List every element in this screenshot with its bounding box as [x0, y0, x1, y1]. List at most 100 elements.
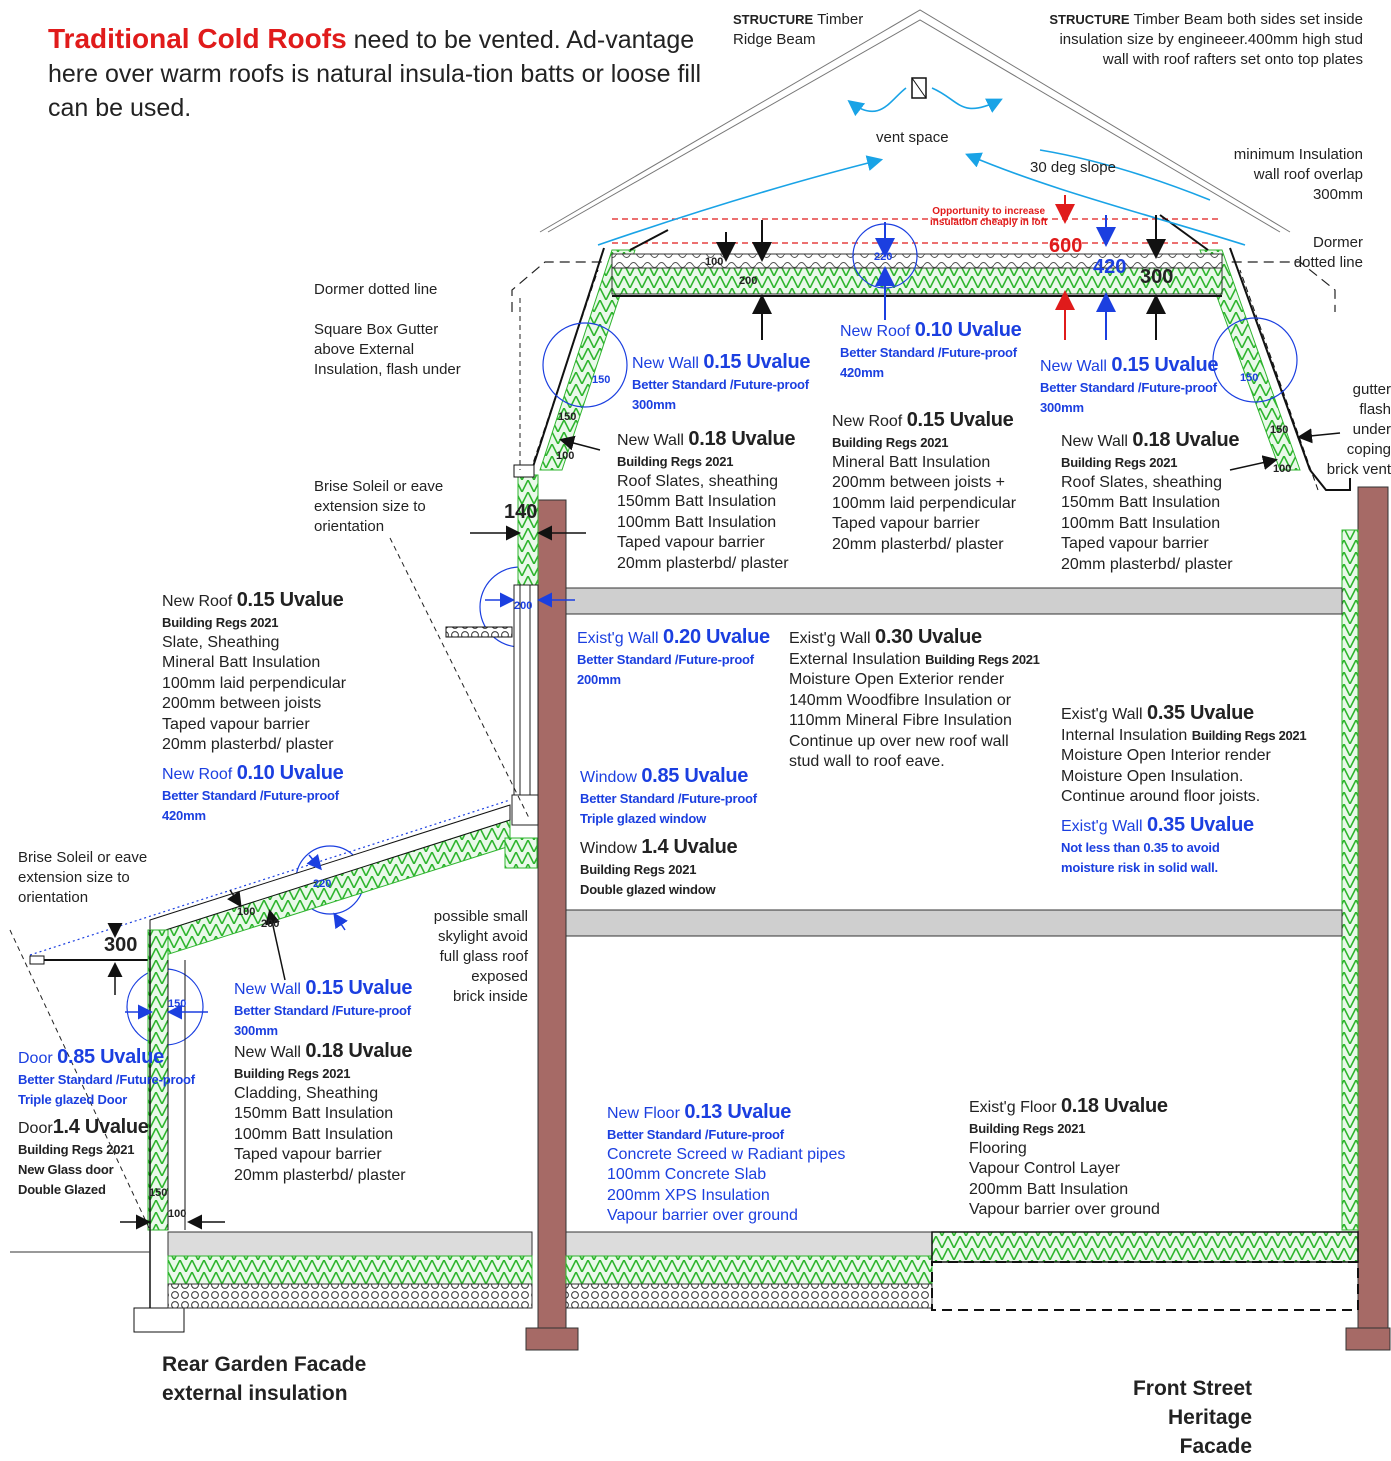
spec-value: 0.18 Uvalue — [1132, 429, 1240, 451]
brise-low-l1: Brise Soleil or eave — [18, 849, 148, 866]
spec-value: 0.35 Uvalue — [1147, 814, 1254, 836]
spec-value: 0.13 Uvalue — [684, 1101, 792, 1123]
spec-pre: Window — [580, 769, 637, 786]
spec-line: Continue around floor joists. — [1061, 788, 1261, 805]
spec-value: 0.18 Uvalue — [1060, 1095, 1168, 1117]
spec-line: 20mm plasterbd/ plaster — [832, 535, 1004, 553]
box-gutter-right — [1309, 469, 1351, 491]
dim-220-roof: 220 — [874, 251, 893, 263]
spec-sub: Triple glazed Door — [18, 1091, 128, 1107]
dim-600: 600 — [1049, 235, 1083, 257]
rear-facade-l1: Rear Garden Facade — [162, 1353, 367, 1376]
dim-140: 140 — [504, 501, 538, 523]
spec-line: Taped vapour barrier — [832, 515, 980, 532]
dim-150-left2: 150 — [558, 411, 577, 423]
gutter-l2: above External — [314, 341, 415, 358]
dim-100-right: 100 — [1273, 463, 1292, 475]
spec-line: Roof Slates, sheathing — [617, 472, 778, 490]
opportunity-l2: insulation cheaply in loft — [930, 217, 1048, 228]
structure-ridge-rest: Timber — [817, 11, 864, 28]
spec-line: 20mm plasterbd/ plaster — [234, 1166, 406, 1184]
roof-outline — [539, 9, 1291, 233]
spec-value: 0.15 Uvalue — [1111, 354, 1219, 376]
dim-300-roof: 300 — [1140, 266, 1174, 288]
skylight-l4: exposed — [471, 968, 528, 985]
min-insul-l3: 300mm — [1312, 186, 1363, 203]
dim-150-ext: 150 — [168, 998, 187, 1010]
brick-walls — [525, 486, 1391, 1351]
structure-beam-rest: Timber Beam both sides set inside — [1133, 11, 1363, 28]
spec-line: Moisture Open Interior render — [1061, 747, 1271, 764]
spec-line: 20mm plasterbd/ plaster — [1061, 555, 1233, 573]
gutter-l3: Insulation, flash under — [314, 361, 461, 378]
spec-line: 200mm between joists — [162, 695, 322, 712]
spec-line: Taped vapour barrier — [162, 715, 310, 733]
flash-l2: flash — [1359, 401, 1391, 418]
spec-pre: New Wall — [234, 981, 301, 998]
spec-line: Taped vapour barrier — [234, 1146, 382, 1163]
spec-line: 300mm — [234, 1022, 278, 1038]
spec-value: 1.4 Uvalue — [641, 836, 738, 858]
structure-beam-kw: STRUCTURE — [1049, 12, 1130, 27]
spec-value: 0.30 Uvalue — [875, 626, 982, 648]
spec-sub: New Glass door — [18, 1161, 114, 1177]
dim-300-ext: 300 — [104, 934, 138, 956]
spec-value: 0.20 Uvalue — [663, 626, 770, 648]
front-facade-l1: Front Street — [1132, 1377, 1252, 1400]
min-insul-l2: wall roof overlap — [1253, 166, 1363, 183]
spec-pre: Exist'g Floor — [969, 1099, 1057, 1116]
rear-facade-label: Rear Garden Facade external insulation — [162, 1350, 366, 1408]
spec-line: Vapour Control Layer — [969, 1160, 1120, 1177]
spec-line: 200mm between joists + — [832, 474, 1005, 491]
dormer-left-label: Dormer dotted line — [314, 281, 438, 298]
brise-top-l2: extension size to — [314, 498, 426, 515]
spec-line: Vapour barrier over ground — [969, 1201, 1160, 1218]
spec-line: 150mm Batt Insulation — [617, 493, 777, 510]
brise-top-l1: Brise Soleil or eave — [314, 478, 444, 495]
mansard-insulation — [523, 247, 1319, 491]
spec-sub: Better Standard /Future-proof — [234, 1002, 411, 1018]
dormer-right-l1: Dormer — [1312, 234, 1363, 251]
flash-l3: under — [1352, 421, 1391, 438]
spec-sub: moisture risk in solid wall. — [1061, 859, 1218, 875]
brise-low-l2: extension size to — [18, 869, 130, 886]
floors — [565, 587, 1343, 937]
spec-sub: Building Regs 2021 — [1061, 454, 1178, 470]
structure-ridge-l2: Ridge Beam — [733, 31, 816, 48]
structure-beam-label: STRUCTURE Timber Beam both sides set ins… — [1049, 10, 1363, 70]
dim-220-ext: 220 — [313, 878, 332, 890]
intro-text: need to be vented. Ad-vantage here over … — [48, 26, 702, 122]
roof-dimension-arrows — [716, 195, 1166, 340]
spec-value: 0.15 Uvalue — [305, 977, 413, 999]
spec-sub: Building Regs 2021 — [925, 651, 1040, 667]
flash-l5: brick vent — [1326, 461, 1391, 478]
vent-airflow — [597, 87, 1246, 246]
skylight-l2: skylight avoid — [437, 928, 528, 945]
min-insul-l1: minimum Insulation — [1233, 146, 1363, 163]
spec-pre: New Wall — [617, 432, 684, 449]
dim-420: 420 — [1093, 256, 1127, 278]
spec-pre: Exist'g Wall — [1061, 818, 1143, 835]
brise-low-l3: orientation — [18, 889, 89, 906]
black-detail-arrows — [107, 428, 1341, 1230]
dim-100-base: 100 — [168, 1208, 187, 1220]
front-wall-upper — [445, 464, 539, 826]
rear-facade-l2: external insulation — [162, 1382, 348, 1405]
spec-pre: New Roof — [832, 413, 903, 430]
spec-pre: Exist'g Wall — [1061, 706, 1143, 723]
dim-200-roof: 200 — [739, 275, 758, 287]
